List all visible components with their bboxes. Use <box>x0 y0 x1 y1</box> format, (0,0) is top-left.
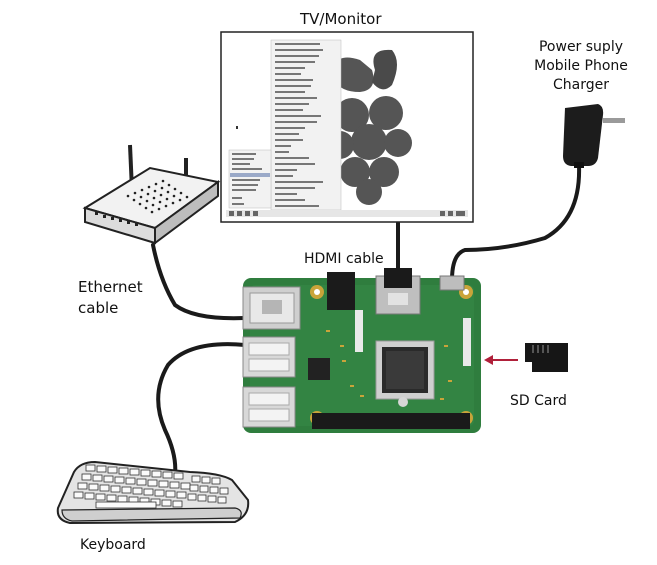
ethernet-cable-line <box>151 243 247 321</box>
charger-body <box>563 104 604 166</box>
sd-card-body <box>525 343 568 372</box>
keyboard-keys <box>73 464 229 509</box>
ethernet-cable-label: Ethernet cable <box>78 277 143 319</box>
smd-components <box>326 330 452 400</box>
raspberry-logo <box>326 49 412 205</box>
display-connector <box>463 318 471 366</box>
tv-monitor-label: TV/Monitor <box>300 10 382 28</box>
usb-port-top <box>242 336 296 378</box>
tv-monitor <box>220 31 474 223</box>
raspberry-pi-board <box>242 268 481 433</box>
taskbar-icons <box>229 211 465 216</box>
sub-menu-items <box>230 153 270 205</box>
micro-usb-port <box>439 275 465 291</box>
power-charger <box>563 104 625 168</box>
keyboard <box>56 460 250 525</box>
power-supply-label: Power suply Mobile Phone Charger <box>520 38 642 95</box>
cables <box>151 163 582 477</box>
sd-card <box>525 343 568 372</box>
taskbar <box>226 210 468 217</box>
audio-jack <box>327 272 355 310</box>
sd-insert-arrow <box>484 355 518 365</box>
ethernet-cable-label-line1: Ethernet <box>78 278 143 296</box>
keyboard-front-edge <box>61 507 242 522</box>
ethernet-port <box>242 286 301 330</box>
soc-chip <box>375 340 435 400</box>
keyboard-label: Keyboard <box>80 537 146 553</box>
lan-chip <box>308 358 330 380</box>
charger-prong-icon <box>603 118 625 123</box>
board-logo-icon <box>398 397 408 407</box>
start-menu-items <box>275 43 323 207</box>
power-supply-label-line2: Mobile Phone <box>534 58 628 74</box>
start-menu-panel <box>270 39 342 211</box>
camera-connector <box>355 310 363 352</box>
power-cable-line <box>450 163 582 282</box>
router-led-lights <box>95 212 138 226</box>
keyboard-cable-line <box>156 342 247 477</box>
router-side <box>154 180 219 245</box>
usb-port-bottom <box>242 386 296 428</box>
mouse-cursor-icon <box>236 126 238 129</box>
hdmi-port <box>375 268 421 315</box>
wifi-router <box>82 144 221 245</box>
hdmi-cable-label: HDMI cable <box>304 251 384 267</box>
charger-cable-neck <box>574 162 584 168</box>
sd-card-label: SD Card <box>510 393 567 409</box>
power-supply-label-line1: Power suply <box>538 39 623 55</box>
gpio-header <box>312 413 470 429</box>
router-vent-holes <box>126 179 189 214</box>
power-supply-label-line3: Charger <box>553 77 609 93</box>
ethernet-cable-label-line2: cable <box>78 299 119 317</box>
